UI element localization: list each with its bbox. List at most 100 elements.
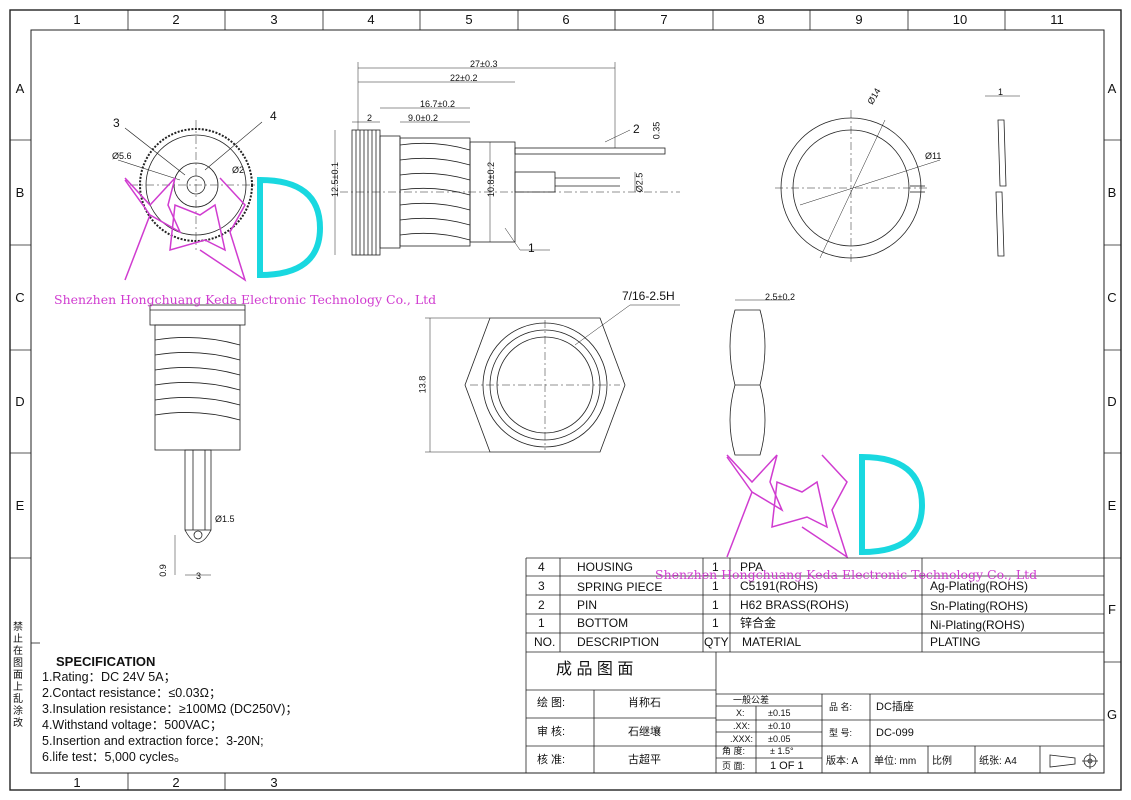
bom-desc-4: HOUSING — [577, 560, 634, 574]
bom-no-2: 2 — [538, 598, 545, 612]
approve-label: 核 准: — [537, 754, 566, 766]
dim-tab-w: 3 — [196, 571, 202, 581]
dim-hole-2: Ø2 — [232, 165, 245, 175]
zone-row-a: A — [15, 81, 25, 96]
zone-row-b: B — [15, 185, 25, 200]
zone-row-e: E — [15, 498, 25, 513]
page-value: 1 OF 1 — [770, 760, 804, 772]
bom-no-3: 3 — [538, 579, 545, 593]
model-value: DC-099 — [876, 727, 914, 739]
watermark-company-bottom: Shenzhen Hongchuang Keda Electronic Tech… — [655, 567, 1038, 582]
spec-item-6: 6.life test：5,000 cycles。 — [42, 750, 187, 764]
dim-washer-id: Ø11 — [925, 151, 942, 161]
name-value: DC插座 — [876, 701, 914, 713]
zone-row-d-right: D — [1107, 394, 1117, 409]
zone-row-e-right: E — [1107, 498, 1117, 513]
dim-nut-thread: 7/16-2.5H — [622, 289, 675, 303]
spec-item-4: 4.Withstand voltage：500VAC； — [42, 718, 223, 732]
dim-nut-width: 13.8 — [417, 375, 428, 394]
tol-k-1: X: — [736, 708, 745, 718]
bom-table — [525, 557, 1104, 773]
side-view-connector — [334, 62, 680, 256]
bom-no-1: 1 — [538, 616, 545, 630]
bom-qty-1: 1 — [712, 616, 719, 630]
page-label: 页 面: — [722, 761, 746, 771]
bom-desc-3: SPRING PIECE — [577, 580, 663, 594]
drawn-name: 肖称石 — [628, 697, 661, 709]
bom-qty-2: 1 — [712, 598, 719, 612]
dim-hole-56: Ø5.6 — [112, 151, 132, 161]
bom-no-4: 4 — [538, 560, 545, 574]
bom-material-3: C5191(ROHS) — [740, 579, 819, 593]
dim-body: 22±0.2 — [450, 73, 478, 83]
zone-col-2-bottom: 2 — [172, 775, 180, 790]
drawn-label: 绘 图: — [537, 697, 566, 709]
zone-col-9: 9 — [855, 12, 863, 27]
spec-item-2: 2.Contact resistance：≤0.03Ω； — [42, 686, 222, 700]
spec-item-5: 5.Insertion and extraction force：3-20N; — [42, 734, 264, 748]
bom-header-qty: QTY — [704, 635, 729, 649]
bom-header-no: NO. — [534, 635, 556, 649]
check-label: 审 核: — [537, 726, 566, 738]
bom-material-1: 锌合金 — [740, 616, 777, 630]
tol-v-1: ±0.15 — [768, 708, 791, 718]
tol-v-4: ± 1.5° — [770, 746, 794, 756]
logo-top — [124, 177, 247, 282]
zone-col-5: 5 — [465, 12, 473, 27]
projection-symbol — [1049, 753, 1098, 769]
zone-col-1-bottom: 1 — [73, 775, 81, 790]
bom-material-2: H62 BRASS(ROHS) — [740, 598, 849, 612]
dim-nut-t: 2.5±0.2 — [765, 292, 795, 302]
dim-pin-dia: Ø2.5 — [634, 172, 645, 193]
title-block-lines — [31, 642, 1104, 773]
zone-row-g-right: G — [1106, 707, 1118, 722]
bom-header-material: MATERIAL — [742, 635, 802, 649]
bom-desc-2: PIN — [577, 598, 598, 612]
outer-frame — [9, 9, 1122, 791]
dim-overall: 27±0.3 — [470, 59, 498, 69]
zone-col-3: 3 — [270, 12, 278, 27]
callout-3: 3 — [113, 116, 120, 130]
zone-col-8: 8 — [757, 12, 765, 27]
logo-bottom — [726, 454, 849, 559]
zone-row-a-right: A — [1107, 81, 1117, 96]
tol-k-3: .XXX: — [730, 734, 754, 744]
logo-top-d — [257, 176, 324, 279]
inner-frame — [30, 29, 1105, 774]
zone-col-10: 10 — [952, 12, 968, 27]
version: 版本: A — [826, 756, 859, 767]
name-label: 品 名: — [829, 702, 853, 712]
bom-qty-3: 1 — [712, 579, 719, 593]
bom-header-plating: PLATING — [930, 635, 981, 649]
bom-plating-2: Sn-Plating(ROHS) — [930, 599, 1029, 613]
washer-view — [775, 95, 1020, 265]
zone-col-3-bottom: 3 — [270, 775, 278, 790]
nut-view — [425, 299, 790, 456]
callout-1: 1 — [528, 241, 535, 255]
zone-row-f-right: F — [1108, 602, 1116, 617]
dim-thread: 16.7±0.2 — [420, 99, 455, 109]
bom-qty-4: 1 — [712, 560, 719, 574]
zone-col-4: 4 — [367, 12, 375, 27]
bom-header-desc: DESCRIPTION — [577, 635, 660, 649]
bom-plating-1: Ni-Plating(ROHS) — [930, 618, 1025, 632]
tol-v-3: ±0.05 — [768, 734, 791, 744]
logo-bottom-d — [859, 453, 926, 556]
spec-item-3: 3.Insulation resistance：≥100MΩ (DC250V)； — [42, 702, 298, 716]
spec-item-1: 1.Rating：DC 24V 5A； — [42, 670, 177, 684]
tol-title: 一般公差 — [733, 695, 770, 705]
zone-col-1: 1 — [73, 12, 81, 27]
zone-row-c: C — [15, 290, 25, 305]
tol-k-2: .XX: — [733, 721, 751, 731]
spec-title: SPECIFICATION — [56, 654, 156, 669]
dim-height-left: 12.5±0.1 — [329, 162, 340, 197]
tol-v-2: ±0.10 — [768, 721, 791, 731]
zone-col-11: 11 — [1050, 12, 1064, 27]
watermark-company-top: Shenzhen Hongchuang Keda Electronic Tech… — [54, 292, 437, 307]
scale: 比例 — [932, 756, 952, 767]
dim-height-thread: 10.8±0.2 — [485, 162, 496, 197]
zone-row-c-right: C — [1107, 290, 1117, 305]
dim-thread-start: 9.0±0.2 — [408, 113, 438, 123]
